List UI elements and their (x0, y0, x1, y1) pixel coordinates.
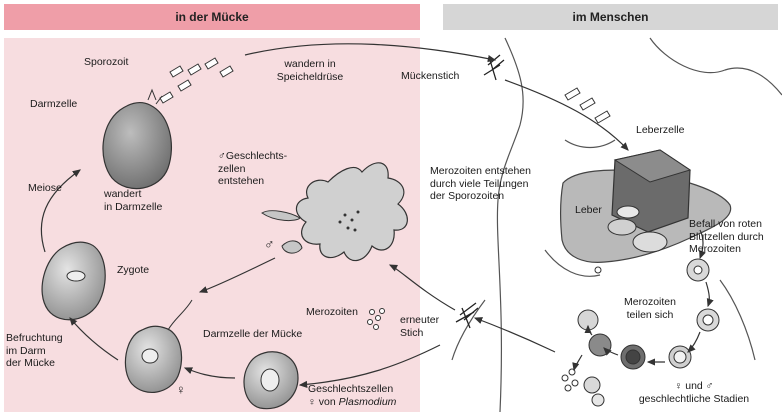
label-leber: Leber (575, 204, 602, 217)
label-erneuter-stich: erneuter Stich (400, 314, 439, 339)
label-leberzelle: Leberzelle (636, 124, 684, 137)
label-von-prefix: ♀ von (308, 396, 339, 408)
label-sporozoit: Sporozoit (84, 56, 128, 69)
label-plasmodium: Plasmodium (339, 396, 397, 408)
header-mosquito: in der Mücke (4, 4, 420, 30)
label-geschlechtszellen-entstehen: ♂Geschlechts- zellen entstehen (218, 150, 287, 188)
male-symbol: ♂ (264, 238, 275, 251)
label-mueckenstich: Mückenstich (401, 70, 459, 83)
label-wandern-speicheldruese: wandern in Speicheldrüse (255, 58, 365, 83)
label-darmzelle: Darmzelle (30, 98, 77, 111)
liver-small-cell (617, 206, 639, 218)
label-meiose: Meiose (28, 182, 62, 195)
label-befruchtung: Befruchtung im Darm der Mücke (6, 332, 63, 370)
label-zygote: Zygote (117, 264, 149, 277)
label-merozoiten-entstehen: Merozoiten entstehen durch viele Teilung… (430, 165, 531, 203)
liver-merozoite-cluster-2 (633, 232, 667, 252)
label-darmzelle-muecke: Darmzelle der Mücke (203, 328, 302, 341)
label-merozoiten: Merozoiten (306, 306, 358, 319)
label-geschlechtliche-stadien: ♀ und ♂ geschlechtliche Stadien (614, 380, 774, 405)
label-befall-blutzellen: Befall von roten Blutzellen durch Merozo… (689, 218, 764, 256)
female-symbol: ♀ (176, 384, 186, 397)
liver-merozoite-cluster (608, 219, 636, 235)
label-geschlechtszellen-line1: Geschlechtszellen (308, 383, 393, 395)
header-human: im Menschen (443, 4, 778, 30)
label-merozoiten-teilen: Merozoiten teilen sich (605, 296, 695, 321)
label-geschlechtszellen: Geschlechtszellen♀ von Plasmodium (308, 383, 396, 408)
label-wandert-darmzelle: wandert in Darmzelle (104, 188, 162, 213)
